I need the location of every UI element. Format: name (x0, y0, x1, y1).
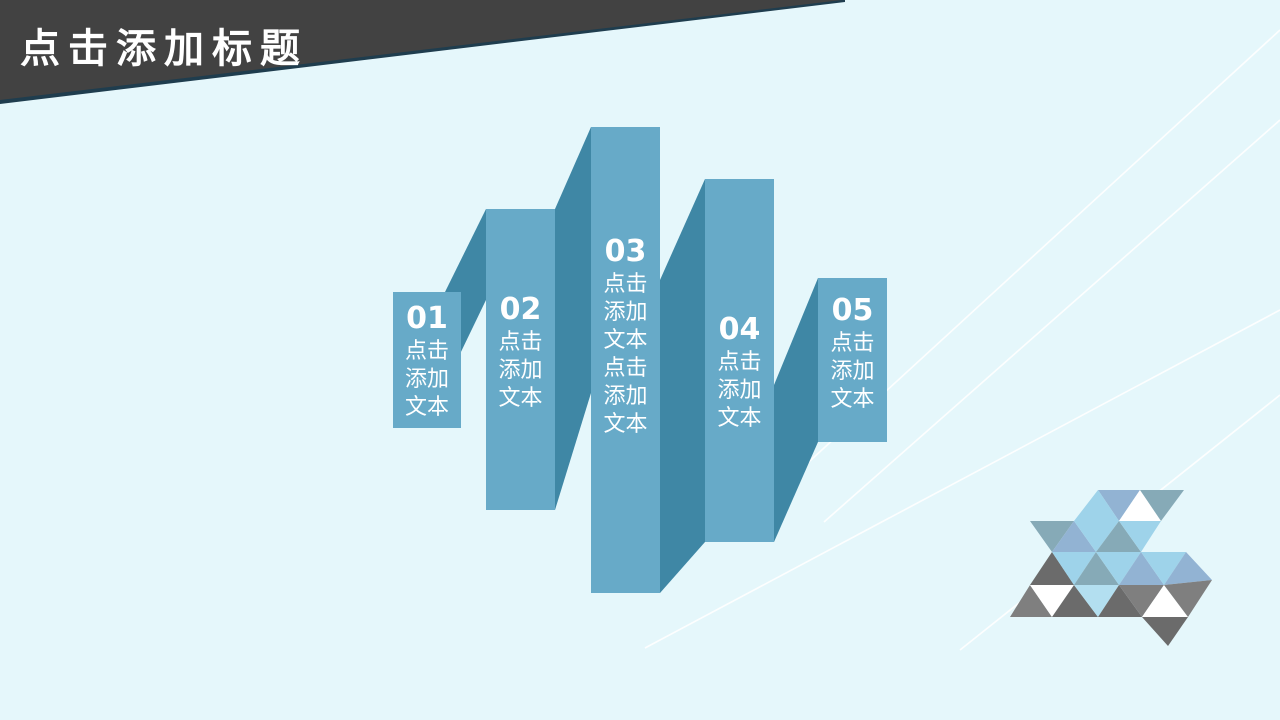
step-card-1: 01 点击添加文本 (393, 292, 461, 428)
mosaic-triangle (1141, 552, 1186, 585)
step-card-3: 03 点击添加文本点击添加文本 (591, 127, 660, 593)
mosaic-triangle (1052, 552, 1096, 585)
step-text: 点击添加文本点击添加文本 (603, 272, 648, 437)
mosaic-triangle (1098, 490, 1140, 521)
fold-4-5 (774, 278, 818, 542)
mosaic-triangle (1119, 552, 1164, 585)
mosaic-triangle (1119, 585, 1164, 617)
ribbon-folds (445, 127, 818, 593)
mosaic-triangle (1142, 585, 1188, 617)
step-text: 点击添加文本 (717, 350, 762, 431)
step-text: 点击添加文本 (498, 330, 543, 411)
mosaic-triangle (1010, 585, 1052, 617)
step-card-5: 05 点击添加文本 (818, 278, 887, 442)
page-title: 点击添加标题 (20, 26, 308, 72)
mosaic-triangle (1074, 521, 1119, 552)
mosaic-triangle (1074, 552, 1119, 585)
mosaic-triangle (1119, 490, 1161, 521)
fold-2-3 (555, 127, 591, 510)
mosaic-triangle (1096, 521, 1141, 552)
mosaic-triangle (1030, 552, 1074, 585)
mosaic-triangle (1164, 580, 1212, 617)
mosaic-triangle (1074, 490, 1119, 521)
mosaic-triangle (1098, 585, 1142, 617)
mosaic-triangle (1052, 521, 1096, 552)
step-text: 点击添加文本 (404, 339, 449, 420)
mosaic-triangle (1030, 585, 1074, 617)
step-card-4: 04 点击添加文本 (705, 179, 774, 542)
mosaic-triangle (1030, 521, 1074, 552)
step-number: 03 (604, 234, 647, 269)
mosaic-triangle (1140, 490, 1184, 521)
mosaic-triangle (1052, 585, 1098, 617)
mosaic-triangle (1074, 585, 1119, 617)
step-card-2: 02 点击添加文本 (486, 209, 555, 510)
fold-3-4 (660, 179, 705, 593)
step-text: 点击添加文本 (830, 331, 875, 412)
triangle-mosaic (1010, 490, 1212, 646)
step-number: 02 (499, 292, 542, 327)
step-number: 01 (406, 301, 448, 336)
mosaic-triangle (1164, 552, 1212, 585)
step-number: 04 (718, 312, 761, 347)
header-band (0, 0, 842, 100)
mosaic-triangle (1096, 552, 1141, 585)
mosaic-triangle (1142, 617, 1188, 646)
step-number: 05 (831, 293, 874, 328)
mosaic-triangle (1119, 521, 1161, 552)
